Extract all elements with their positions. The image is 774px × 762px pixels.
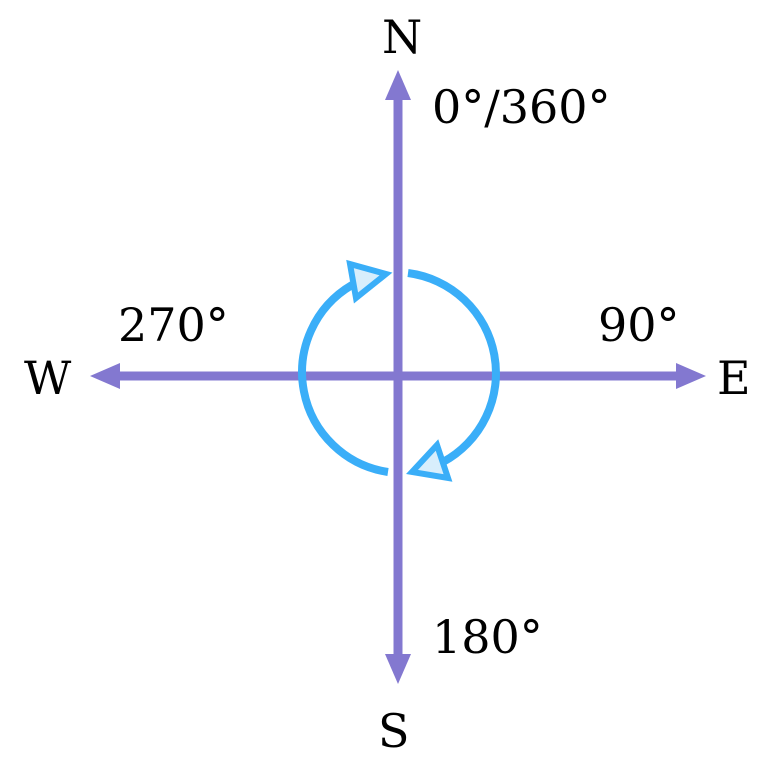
west-arrowhead [90, 363, 120, 389]
south-arrowhead [385, 654, 411, 684]
east-arrowhead [676, 363, 706, 389]
south-label: S [378, 704, 410, 758]
lower-arrowhead [406, 439, 453, 482]
north-arrowhead [385, 70, 411, 100]
east-west-axis [90, 363, 706, 389]
south-degree-label: 180° [432, 610, 543, 664]
west-label: W [24, 351, 72, 405]
east-label: E [717, 351, 751, 405]
north-label: N [382, 10, 423, 64]
left-arc [298, 281, 389, 476]
east-degree-label: 90° [598, 298, 680, 352]
upper-arrowhead [346, 259, 393, 304]
north-degree-label: 0°/360° [432, 80, 611, 134]
clockwise-rotation-arrows [298, 259, 500, 482]
right-arc [407, 269, 500, 466]
west-degree-label: 270° [118, 298, 229, 352]
